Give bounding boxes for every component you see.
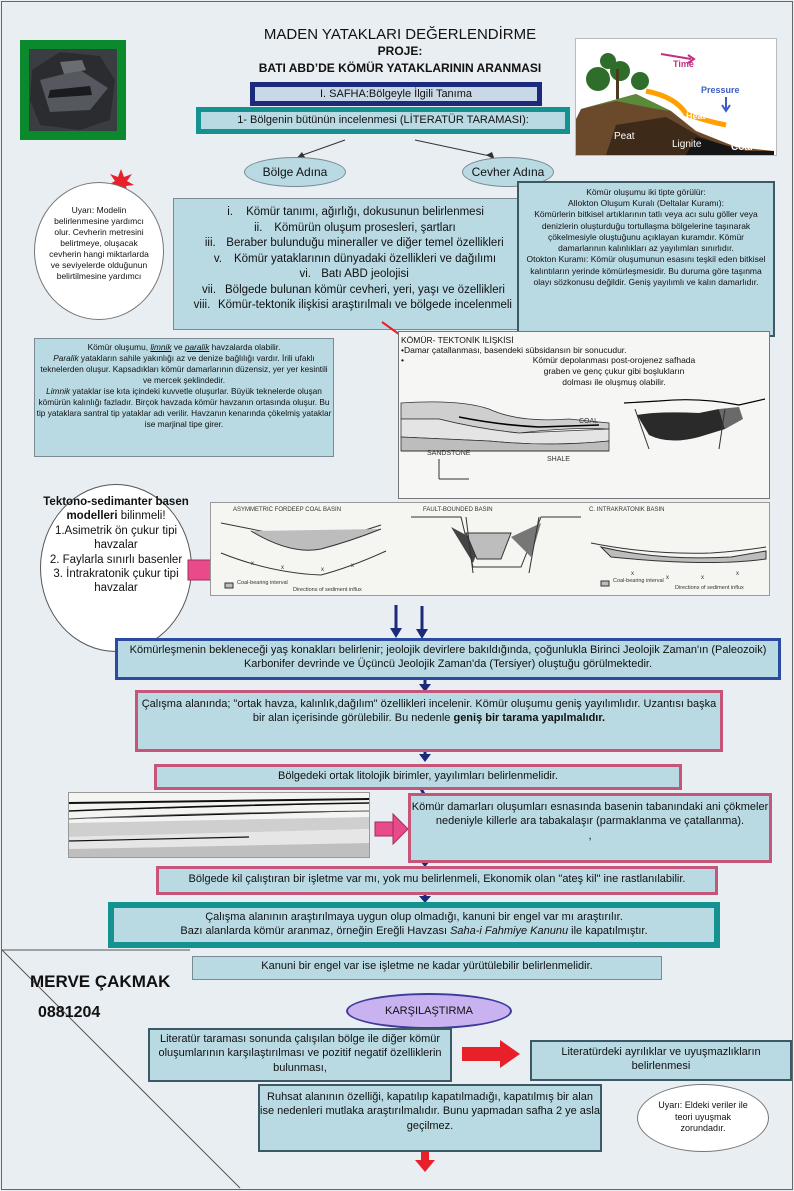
- otokton-body: Otokton Kuramı: Kömür oluşumunun esasını…: [526, 254, 766, 287]
- litoloji-text: Bölgedeki ortak litolojik birimler, yayı…: [278, 770, 558, 782]
- litoloji-box: Bölgedeki ortak litolojik birimler, yayı…: [154, 764, 682, 790]
- calisma-bold: geniş bir tarama yapılmalıdır.: [453, 712, 606, 725]
- tektonik-bullet: •: [401, 355, 404, 365]
- havza-p1: Kömür oluşumu, limnik ve paralik havzala…: [87, 342, 281, 352]
- allokton-heading: Allokton Oluşum Kuralı (Deltalar Kuramı)…: [568, 198, 724, 209]
- literatur-text: Literatür taraması sonunda çalışılan böl…: [158, 1033, 442, 1074]
- heat-label: Heat: [686, 111, 706, 121]
- svg-text:x: x: [321, 567, 324, 573]
- legend-a-label: Coal-bearing interval: [237, 580, 288, 586]
- legend-a2-label: Directions of sediment influx: [293, 587, 362, 593]
- topic-2: ii.Kömürün oluşum prosesleri, şartları: [254, 221, 456, 234]
- pressure-label: Pressure: [701, 85, 740, 95]
- topic-7: viii.Kömür-tektonik ilişkisi araştırılma…: [193, 299, 512, 312]
- kil-box: Bölgede kil çalıştıran bir işletme var m…: [156, 866, 718, 895]
- tektonik-line3: Kömür depolanması post-orojenez safhada …: [532, 355, 696, 388]
- coalification-figure: Time Pressure Heat Peat Lignite Coal: [575, 38, 777, 156]
- tektonik-title: KÖMÜR- TEKTONİK İLİŞKİSİ: [401, 335, 514, 345]
- svg-text:x: x: [736, 571, 739, 577]
- sandstone-label: SANDSTONE: [427, 450, 471, 457]
- svg-text:x: x: [251, 561, 254, 567]
- calisma-text: Çalışma alanında; "ortak havza, kalınlık…: [141, 698, 717, 725]
- svg-text:x: x: [351, 563, 354, 569]
- engel-box: Kanuni bir engel var ise işletme ne kada…: [192, 956, 662, 980]
- basin-b-label: FAULT-BOUNDED BASIN: [423, 507, 493, 513]
- damar-tail: ,: [588, 829, 592, 842]
- shale-label: SHALE: [547, 456, 570, 463]
- warning-star-icon: [107, 168, 135, 201]
- komurlesme-text: Kömürleşmenin bekleneceği yaş konakları …: [129, 644, 767, 671]
- modeller-title: Tektono-sedimanter basen modelleri: [43, 496, 189, 523]
- bolge-adina-label: Bölge Adına: [262, 165, 328, 179]
- ruhsat-text: Ruhsat alanının özelliği, kapatılıp kapa…: [260, 1091, 600, 1132]
- damar-box: Kömür damarları oluşumları esnasında bas…: [408, 793, 772, 863]
- allokton-body: Kömürlerin bitkisel artıklarının tatlı v…: [534, 209, 758, 254]
- author-id: 0881204: [38, 1004, 101, 1021]
- page-title: MADEN YATAKLARI DEĞERLENDİRME: [263, 26, 537, 43]
- tektonik-box: KÖMÜR- TEKTONİK İLİŞKİSİ •Damar çatallan…: [398, 331, 770, 499]
- topics-list: i.Kömür tanımı, ağırlığı, dokusunun beli…: [173, 198, 525, 330]
- coal-label: Coal: [731, 142, 753, 153]
- tektonik-cross-section: [399, 389, 769, 485]
- strata-figure: [68, 792, 370, 858]
- literatur-box: Literatür taraması sonunda çalışılan böl…: [148, 1028, 452, 1082]
- modeller-item-1: 1.Asimetrik ön çukur tipi havzalar: [54, 524, 178, 552]
- komurlesme-box: Kömürleşmenin bekleneceği yaş konakları …: [115, 638, 781, 680]
- damar-text: Kömür damarları oluşumları esnasında bas…: [411, 801, 769, 828]
- phase-box: I. SAFHA:Bölgeyle İlgili Tanıma: [250, 82, 542, 106]
- ayriliklar-text: Literatürdeki ayrılıklar ve uyuşmazlıkla…: [561, 1046, 761, 1073]
- karsilastirma-oval: KARŞILAŞTIRMA: [346, 993, 512, 1029]
- kanuni-line2: Bazı alanlarda kömür aranmaz, örneğin Er…: [180, 925, 648, 938]
- author-name: MERVE ÇAKMAK: [30, 972, 171, 991]
- topic-6: vii.Bölgede bulunan kömür cevheri, yeri,…: [201, 283, 505, 296]
- komur-olusumu-box: Kömür oluşumu iki tipte görülür: Allokto…: [517, 181, 775, 337]
- uyari-left-oval: Uyarı: Modelin belirlenmesine yardımcı o…: [34, 182, 164, 320]
- topic-5: vi.Batı ABD jeolojisi: [299, 268, 409, 281]
- uyari-right-oval: Uyarı: Eldeki veriler ile teori uyuşmak …: [637, 1084, 769, 1152]
- topic-3: iii.Beraber bulunduğu mineraller ve diğe…: [204, 237, 504, 250]
- proje-label: PROJE:: [377, 44, 423, 58]
- ayriliklar-box: Literatürdeki ayrılıklar ve uyuşmazlıkla…: [530, 1040, 792, 1081]
- havza-p2: Paralik yatakların sahile yakınlığı az v…: [40, 352, 328, 385]
- coal-tag-label: COAL: [579, 418, 599, 425]
- legend-c-label: Coal-bearing interval: [613, 578, 664, 584]
- karsilastirma-label: KARŞILAŞTIRMA: [384, 1005, 474, 1017]
- cevher-adina-label: Cevher Adına: [471, 165, 545, 179]
- coal-photo: [20, 40, 126, 140]
- modeller-item-2: 2. Faylarla sınırlı basenler: [49, 553, 183, 566]
- basin-c-label: C. INTRAKRATONIK BASIN: [589, 507, 665, 513]
- modeller-item-3: 3. İntrakratonik çukur tipi havzalar: [53, 567, 179, 595]
- svg-text:x: x: [281, 565, 284, 571]
- calisma-box: Çalışma alanında; "ortak havza, kalınlık…: [135, 690, 723, 752]
- proje-title: BATI ABD’DE KÖMÜR YATAKLARININ ARANMASI: [258, 61, 542, 75]
- step1-box: 1- Bölgenin bütünün incelenmesi (LİTERAT…: [196, 107, 570, 134]
- time-label: Time: [673, 59, 694, 69]
- kil-text: Bölgede kil çalıştıran bir işletme var m…: [188, 873, 686, 885]
- peat-label: Peat: [614, 131, 635, 142]
- komur-olusumu-title: Kömür oluşumu iki tipte görülür:: [586, 187, 706, 197]
- uyari-right-text: Uyarı: Eldeki veriler ile teori uyuşmak …: [658, 1100, 748, 1134]
- phase-label: I. SAFHA:Bölgeyle İlgili Tanıma: [319, 88, 473, 100]
- lignite-label: Lignite: [672, 139, 702, 150]
- kanuni-box: Çalışma alanının araştırılmaya uygun olu…: [108, 902, 720, 948]
- svg-text:x: x: [666, 575, 669, 581]
- tektonik-line1: •Damar çatallanması, basendeki sübsidans…: [401, 345, 627, 355]
- topic-4: v.Kömür yataklarının dünyadaki özellikle…: [213, 252, 497, 265]
- svg-text:x: x: [631, 571, 634, 577]
- engel-text: Kanuni bir engel var ise işletme ne kada…: [261, 960, 593, 972]
- uyari-left-text: Uyarı: Modelin belirlenmesine yardımcı o…: [49, 205, 149, 282]
- ruhsat-box: Ruhsat alanının özelliği, kapatılıp kapa…: [258, 1084, 602, 1152]
- bolge-adina-oval: Bölge Adına: [244, 157, 346, 187]
- kanuni-line1: Çalışma alanının araştırılmaya uygun olu…: [205, 911, 623, 923]
- basin-a-label: ASYMMETRIC FORDEEP COAL BASIN: [233, 507, 342, 513]
- legend-c2-label: Directions of sediment influx: [675, 585, 744, 591]
- topic-1: i.Kömür tanımı, ağırlığı, dokusunun beli…: [227, 206, 484, 218]
- step1-label: 1- Bölgenin bütünün incelenmesi (LİTERAT…: [237, 114, 529, 126]
- svg-text:x: x: [701, 575, 704, 581]
- havza-box: Kömür oluşumu, limnik ve paralik havzala…: [34, 338, 334, 457]
- havza-p3: Limnik yataklar ise kıta içindeki kuvvet…: [36, 385, 332, 429]
